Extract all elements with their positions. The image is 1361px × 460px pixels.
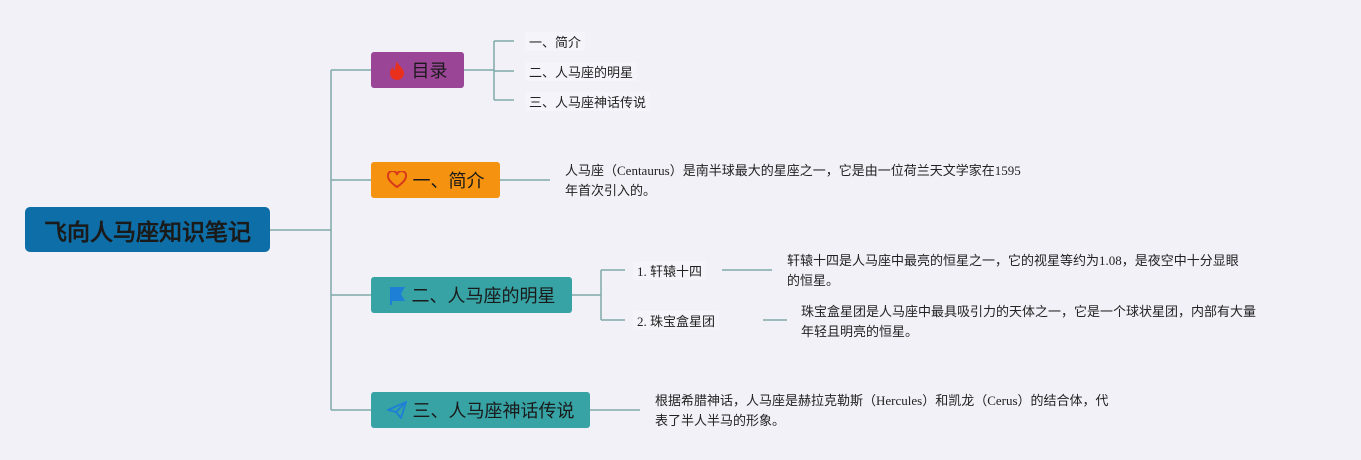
myth-note: 根据希腊神话，人马座是赫拉克勒斯（Hercules）和凯龙（Cerus）的结合体…	[655, 393, 1109, 428]
toc-item[interactable]: 二、人马座的明星	[525, 62, 638, 81]
toc-item[interactable]: 一、简介	[525, 32, 586, 51]
heart-icon	[386, 171, 407, 189]
fire-icon	[388, 60, 406, 80]
star-item[interactable]: 1. 轩辕十四	[633, 261, 707, 280]
branch-stars[interactable]: 二、人马座的明星	[371, 277, 572, 313]
branch-toc[interactable]: 目录	[371, 52, 464, 88]
branch-label: 二、人马座的明星	[411, 286, 556, 307]
branch-label: 目录	[411, 61, 448, 82]
branch-intro[interactable]: 一、简介	[371, 162, 500, 198]
star-note: 珠宝盒星团是人马座中最具吸引力的天体之一，它是一个球状星团，内部有大量年轻且明亮…	[801, 304, 1257, 339]
paper-plane-icon	[386, 401, 407, 419]
branch-myth[interactable]: 三、人马座神话传说	[371, 392, 590, 428]
toc-item[interactable]: 三、人马座神话传说	[525, 92, 651, 111]
branch-label: 三、人马座神话传说	[412, 401, 575, 422]
flag-icon	[388, 285, 406, 305]
star-item[interactable]: 2. 珠宝盒星团	[633, 311, 720, 330]
root-label: 飞向人马座知识笔记	[44, 219, 251, 246]
root-node[interactable]: 飞向人马座知识笔记	[25, 207, 270, 252]
intro-note: 人马座（Centaurus）是南半球最大的星座之一，它是由一位荷兰天文学家在15…	[565, 163, 1021, 198]
star-note: 轩辕十四是人马座中最亮的恒星之一，它的视星等约为1.08，是夜空中十分显眼的恒星…	[787, 253, 1239, 288]
branch-label: 一、简介	[412, 171, 485, 192]
